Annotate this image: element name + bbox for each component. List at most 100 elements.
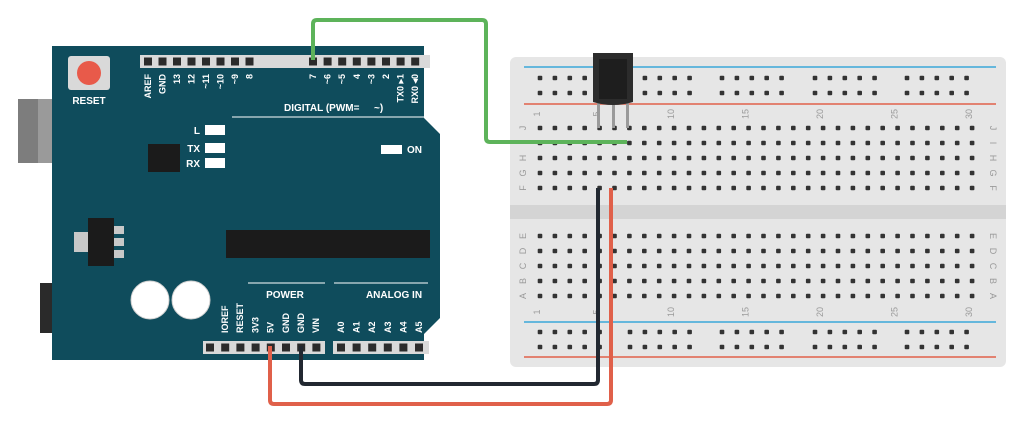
breadboard-hole[interactable] bbox=[910, 233, 915, 239]
breadboard-hole[interactable] bbox=[701, 248, 707, 254]
breadboard-hole[interactable] bbox=[671, 170, 677, 176]
breadboard-hole[interactable] bbox=[582, 263, 587, 269]
breadboard-hole[interactable] bbox=[552, 125, 558, 131]
power-rail-hole[interactable] bbox=[672, 90, 677, 96]
breadboard-hole[interactable] bbox=[612, 278, 617, 284]
breadboard-hole[interactable] bbox=[969, 185, 975, 191]
breadboard-hole[interactable] bbox=[701, 170, 707, 176]
breadboard-hole[interactable] bbox=[642, 185, 647, 191]
breadboard-hole[interactable] bbox=[895, 155, 900, 161]
breadboard-hole[interactable] bbox=[716, 278, 722, 284]
power-rail-hole[interactable] bbox=[949, 90, 954, 96]
breadboard-hole[interactable] bbox=[954, 170, 960, 176]
breadboard-hole[interactable] bbox=[671, 293, 677, 299]
breadboard-hole[interactable] bbox=[731, 293, 736, 299]
breadboard-hole[interactable] bbox=[820, 185, 826, 191]
breadboard-hole[interactable] bbox=[865, 248, 871, 254]
breadboard-hole[interactable] bbox=[642, 125, 647, 131]
breadboard-hole[interactable] bbox=[686, 248, 692, 254]
breadboard-hole[interactable] bbox=[567, 233, 573, 239]
breadboard-hole[interactable] bbox=[805, 125, 811, 131]
breadboard-hole[interactable] bbox=[910, 125, 915, 131]
breadboard-hole[interactable] bbox=[671, 263, 677, 269]
breadboard-hole[interactable] bbox=[865, 278, 871, 284]
breadboard-hole[interactable] bbox=[954, 293, 960, 299]
power-rail-hole[interactable] bbox=[719, 75, 725, 81]
power-rail-hole[interactable] bbox=[719, 344, 725, 350]
power-rail-hole[interactable] bbox=[779, 90, 784, 96]
bottom-pin-hole[interactable] bbox=[399, 343, 408, 352]
breadboard-hole[interactable] bbox=[925, 248, 930, 254]
power-rail-hole[interactable] bbox=[687, 329, 692, 335]
power-rail-hole[interactable] bbox=[552, 344, 558, 350]
breadboard-hole[interactable] bbox=[552, 185, 558, 191]
breadboard-hole[interactable] bbox=[642, 155, 647, 161]
breadboard-hole[interactable] bbox=[880, 155, 885, 161]
breadboard-hole[interactable] bbox=[731, 125, 736, 131]
digital-pin-hole[interactable] bbox=[158, 57, 167, 66]
breadboard-hole[interactable] bbox=[954, 248, 960, 254]
breadboard-hole[interactable] bbox=[805, 185, 811, 191]
breadboard-hole[interactable] bbox=[850, 263, 856, 269]
digital-pin-hole[interactable] bbox=[396, 57, 405, 66]
breadboard-hole[interactable] bbox=[835, 170, 841, 176]
breadboard-hole[interactable] bbox=[686, 140, 692, 146]
breadboard-hole[interactable] bbox=[880, 263, 885, 269]
breadboard-hole[interactable] bbox=[656, 278, 662, 284]
breadboard-hole[interactable] bbox=[865, 233, 871, 239]
power-rail-hole[interactable] bbox=[949, 344, 954, 350]
reset-button[interactable] bbox=[77, 61, 101, 85]
breadboard-hole[interactable] bbox=[805, 263, 811, 269]
breadboard-hole[interactable] bbox=[954, 140, 960, 146]
power-rail-hole[interactable] bbox=[812, 75, 818, 81]
breadboard-hole[interactable] bbox=[969, 170, 975, 176]
power-rail-hole[interactable] bbox=[827, 344, 833, 350]
breadboard-hole[interactable] bbox=[895, 263, 900, 269]
breadboard-hole[interactable] bbox=[746, 293, 751, 299]
breadboard-hole[interactable] bbox=[642, 233, 647, 239]
breadboard-hole[interactable] bbox=[567, 155, 573, 161]
signal-wire[interactable] bbox=[311, 18, 627, 144]
power-rail-hole[interactable] bbox=[934, 75, 940, 81]
breadboard-hole[interactable] bbox=[701, 293, 707, 299]
breadboard-hole[interactable] bbox=[761, 278, 766, 284]
breadboard-hole[interactable] bbox=[582, 170, 587, 176]
breadboard-hole[interactable] bbox=[895, 185, 900, 191]
breadboard-hole[interactable] bbox=[925, 140, 930, 146]
breadboard-hole[interactable] bbox=[701, 278, 707, 284]
breadboard-hole[interactable] bbox=[880, 293, 885, 299]
breadboard-hole[interactable] bbox=[865, 155, 871, 161]
power-rail-hole[interactable] bbox=[582, 75, 587, 81]
breadboard-hole[interactable] bbox=[820, 140, 826, 146]
power-rail-hole[interactable] bbox=[657, 90, 663, 96]
power-rail-hole[interactable] bbox=[537, 329, 543, 335]
power-rail-hole[interactable] bbox=[779, 344, 784, 350]
breadboard-hole[interactable] bbox=[731, 248, 736, 254]
breadboard-hole[interactable] bbox=[642, 170, 647, 176]
breadboard-hole[interactable] bbox=[656, 125, 662, 131]
breadboard-hole[interactable] bbox=[969, 155, 975, 161]
breadboard-hole[interactable] bbox=[880, 125, 885, 131]
power-rail-hole[interactable] bbox=[919, 75, 925, 81]
bottom-pin-hole[interactable] bbox=[206, 343, 214, 352]
breadboard-hole[interactable] bbox=[820, 293, 826, 299]
breadboard-hole[interactable] bbox=[791, 263, 796, 269]
breadboard-hole[interactable] bbox=[537, 248, 543, 254]
power-rail-hole[interactable] bbox=[779, 329, 784, 335]
digital-pin-hole[interactable] bbox=[309, 57, 317, 66]
breadboard-hole[interactable] bbox=[716, 263, 722, 269]
breadboard-hole[interactable] bbox=[895, 293, 900, 299]
power-rail-hole[interactable] bbox=[734, 90, 740, 96]
breadboard-hole[interactable] bbox=[686, 185, 692, 191]
breadboard-hole[interactable] bbox=[686, 155, 692, 161]
breadboard-hole[interactable] bbox=[701, 233, 707, 239]
power-rail-hole[interactable] bbox=[582, 90, 587, 96]
breadboard-hole[interactable] bbox=[865, 125, 871, 131]
breadboard-hole[interactable] bbox=[656, 248, 662, 254]
power-rail-hole[interactable] bbox=[764, 90, 769, 96]
breadboard-hole[interactable] bbox=[552, 293, 558, 299]
breadboard-hole[interactable] bbox=[746, 185, 751, 191]
breadboard-hole[interactable] bbox=[642, 293, 647, 299]
breadboard-hole[interactable] bbox=[567, 263, 573, 269]
breadboard-hole[interactable] bbox=[805, 155, 811, 161]
